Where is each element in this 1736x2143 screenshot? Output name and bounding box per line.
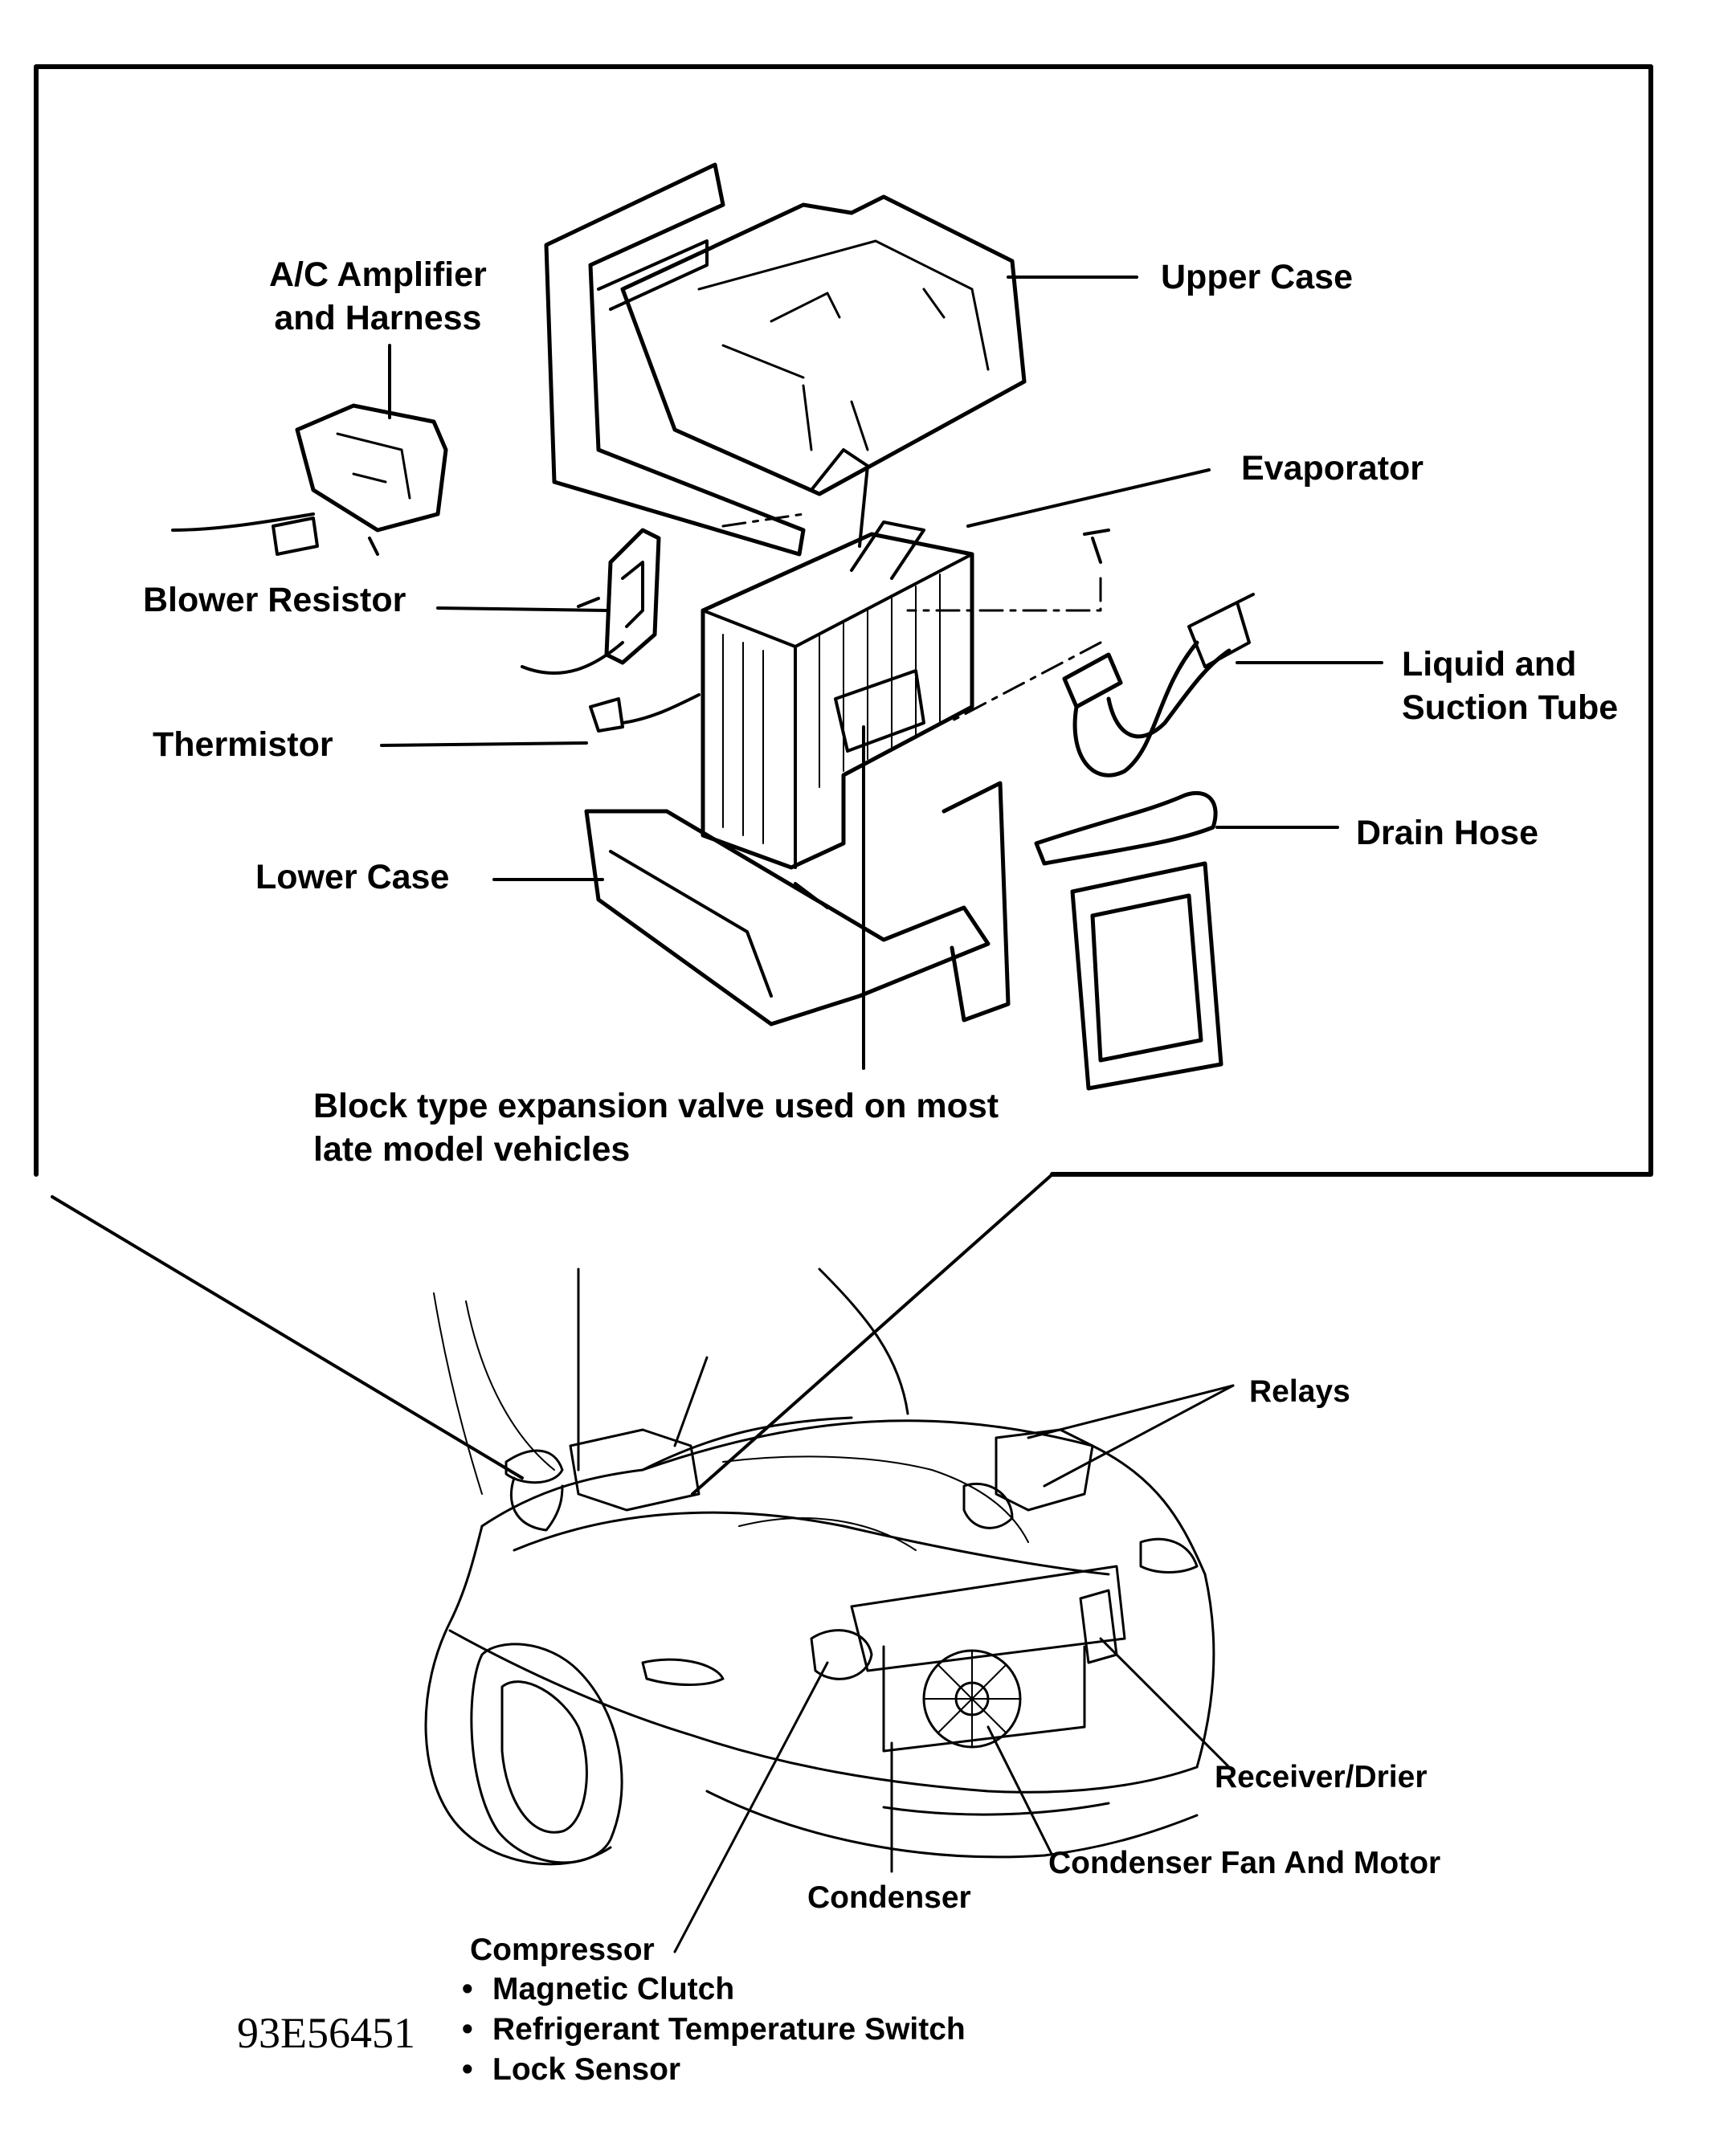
label-evaporator: Evaporator xyxy=(1241,449,1424,488)
ac-amplifier-drawing xyxy=(171,344,448,556)
inset-frame xyxy=(34,64,1653,1177)
car-leaders xyxy=(673,1384,1235,1953)
label-expansion-valve: Block type expansion valve used on most … xyxy=(313,1087,999,1169)
car-drawing xyxy=(424,1267,1215,1866)
label-lower-case: Lower Case xyxy=(255,858,450,896)
label-compressor: Compressor xyxy=(470,1933,655,1967)
compressor-part: Lock Sensor xyxy=(462,2050,966,2090)
inset-leaders xyxy=(380,276,1383,1070)
drain-hose-drawing xyxy=(1034,790,1218,866)
lower-case-drawing xyxy=(584,781,1223,1091)
blower-resistor-drawing xyxy=(521,528,661,675)
label-thermistor: Thermistor xyxy=(153,725,333,764)
compressor-part: Refrigerant Temperature Switch xyxy=(462,2010,966,2050)
label-condenser: Condenser xyxy=(807,1880,971,1915)
compressor-parts-list: Magnetic Clutch Refrigerant Temperature … xyxy=(462,1970,966,2090)
label-receiver-drier: Receiver/Drier xyxy=(1215,1760,1428,1794)
evaporator-drawing xyxy=(701,448,974,870)
figure-number: 93E56451 xyxy=(237,2009,415,2057)
label-relays: Relays xyxy=(1249,1374,1350,1409)
upper-case-drawing xyxy=(544,162,1027,557)
label-upper-case: Upper Case xyxy=(1161,258,1353,296)
compressor-part: Magnetic Clutch xyxy=(462,1970,966,2010)
label-blower-resistor: Blower Resistor xyxy=(143,581,406,619)
liquid-suction-tube-drawing xyxy=(1062,593,1255,778)
label-ac-amplifier: A/C Amplifier and Harness xyxy=(269,255,487,337)
thermistor-drawing xyxy=(589,693,701,733)
inset-dashed-lines xyxy=(721,512,1110,725)
label-condenser-fan-motor: Condenser Fan And Motor xyxy=(1048,1846,1441,1880)
zoom-lines xyxy=(51,1173,1054,1496)
label-liquid-suction-tube: Liquid and Suction Tube xyxy=(1402,645,1619,727)
label-drain-hose: Drain Hose xyxy=(1356,814,1539,852)
